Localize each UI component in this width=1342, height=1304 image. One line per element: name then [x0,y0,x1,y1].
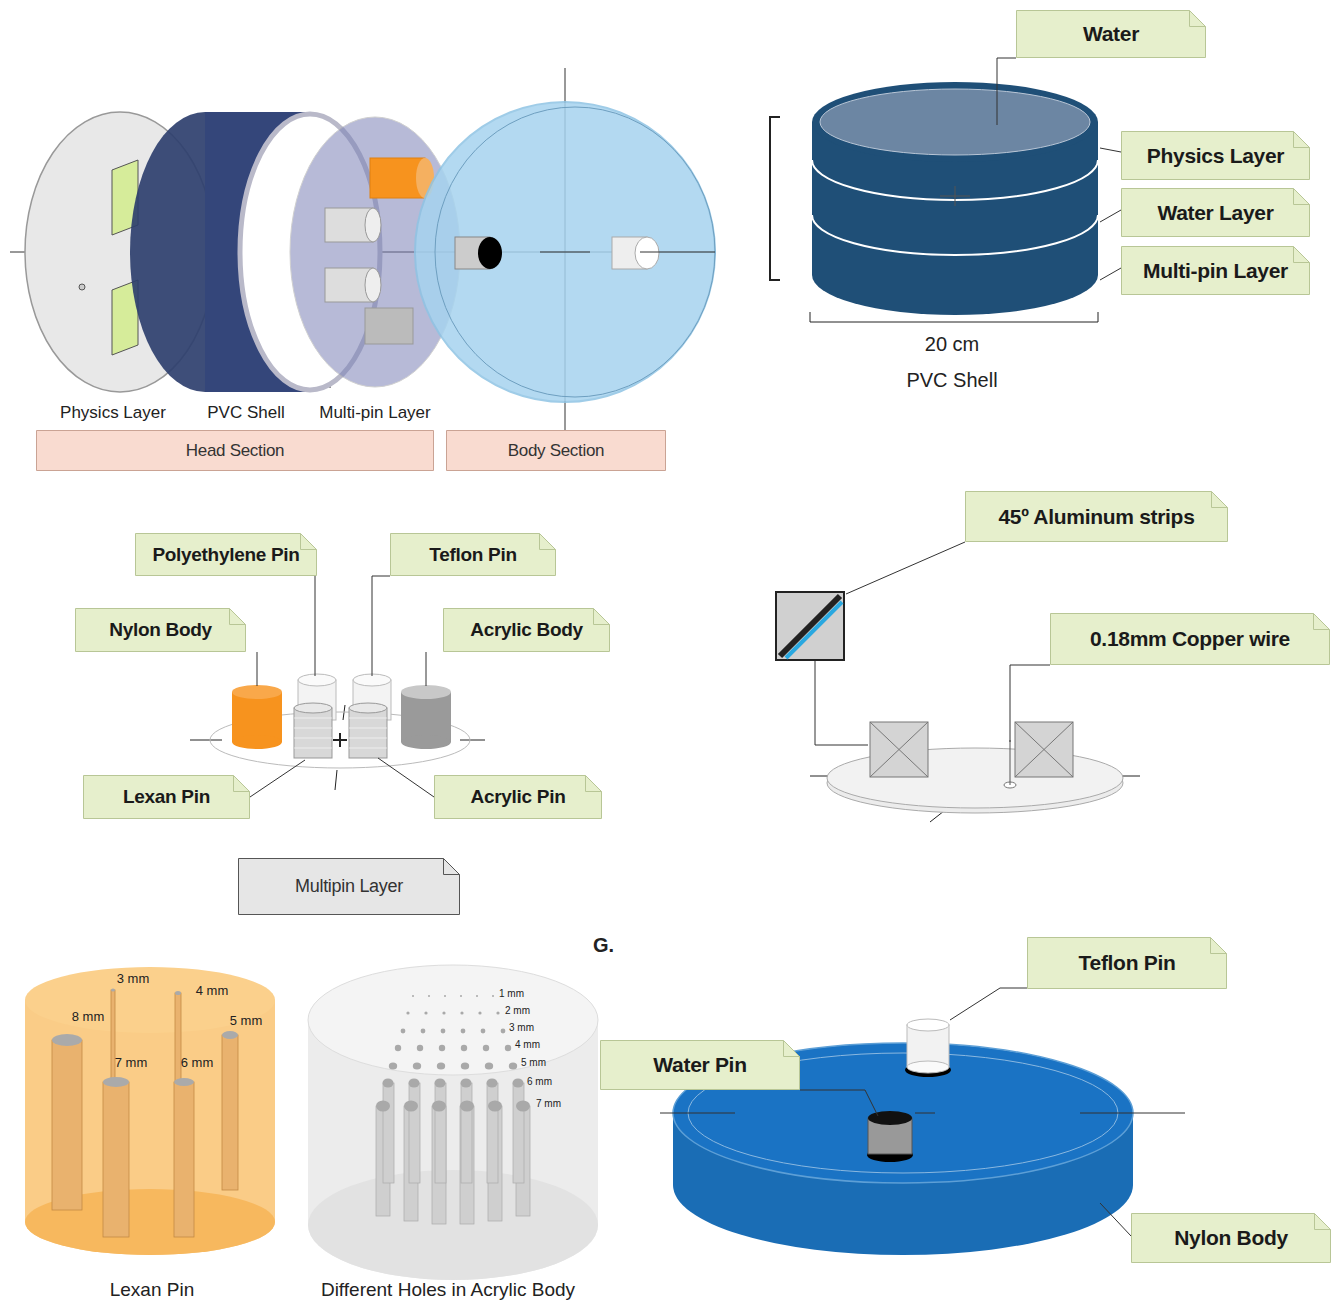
dimension-label: 5 mm [230,1013,263,1029]
callout-tab: Nylon Body [75,608,246,652]
dimension-label: 5 mm [521,1057,546,1069]
section-box: Body Section [446,430,666,471]
dimension-label: 7 mm [536,1098,561,1110]
callout-text: Water [1083,22,1139,46]
callout-text: Multi-pin Layer [1143,259,1288,283]
part-label: G. [593,933,614,957]
callout-text: Acrylic Body [470,619,583,641]
part-label: Physics Layer [60,403,166,423]
dimension-label: 20 cm [925,332,979,356]
callout-tab: Acrylic Pin [434,775,602,819]
callout-tab: Polyethylene Pin [135,533,317,576]
part-label: PVC Shell [207,403,284,423]
callout-tab: Water [1016,10,1206,58]
dimension-label: 3 mm [117,971,150,987]
group-box: Multipin Layer [238,858,460,915]
callout-text: Teflon Pin [1079,951,1176,975]
dimension-label: 4 mm [515,1039,540,1051]
callout-text: Teflon Pin [429,544,516,566]
dimension-label: 3 mm [509,1022,534,1034]
callout-tab: Teflon Pin [390,533,556,576]
callout-text: Multipin Layer [295,876,403,897]
callout-text: Polyethylene Pin [152,544,299,566]
callout-tab: Water Pin [600,1040,800,1090]
callout-text: Physics Layer [1147,144,1284,168]
part-label: Different Holes in Acrylic Body [321,1279,575,1302]
callout-tab: Nylon Body [1131,1213,1331,1263]
callout-text: 0.18mm Copper wire [1090,627,1290,651]
callout-text: Nylon Body [1174,1226,1288,1250]
dimension-label: 1 mm [499,988,524,1000]
dimension-label: 2 mm [505,1005,530,1017]
dimension-label: 8 mm [72,1009,105,1025]
callout-tab: Acrylic Body [443,608,610,652]
section-box: Head Section [36,430,434,471]
part-label: Lexan Pin [110,1279,195,1302]
callout-tab: Lexan Pin [83,775,250,819]
part-label: PVC Shell [906,368,997,392]
callout-tab: Teflon Pin [1027,937,1227,989]
dimension-label: 6 mm [181,1055,214,1071]
callout-text: Water Pin [653,1053,746,1077]
callout-tab: Physics Layer [1121,131,1310,180]
part-label: Multi-pin Layer [319,403,431,423]
callout-text: Head Section [186,441,284,461]
callout-tab: 45º Aluminum strips [965,491,1228,542]
dimension-label: 4 mm [196,983,229,999]
dimension-label: 6 mm [527,1076,552,1088]
callout-tab: 0.18mm Copper wire [1050,613,1330,665]
callout-text: Water Layer [1157,201,1273,225]
callout-text: Body Section [508,441,605,461]
callout-text: Lexan Pin [123,786,210,808]
callout-text: 45º Aluminum strips [998,505,1194,529]
dimension-label: 7 mm [115,1055,148,1071]
callout-tab: Water Layer [1121,188,1310,237]
callout-text: Acrylic Pin [471,786,566,808]
callout-text: Nylon Body [109,619,212,641]
callout-tab: Multi-pin Layer [1121,246,1310,295]
